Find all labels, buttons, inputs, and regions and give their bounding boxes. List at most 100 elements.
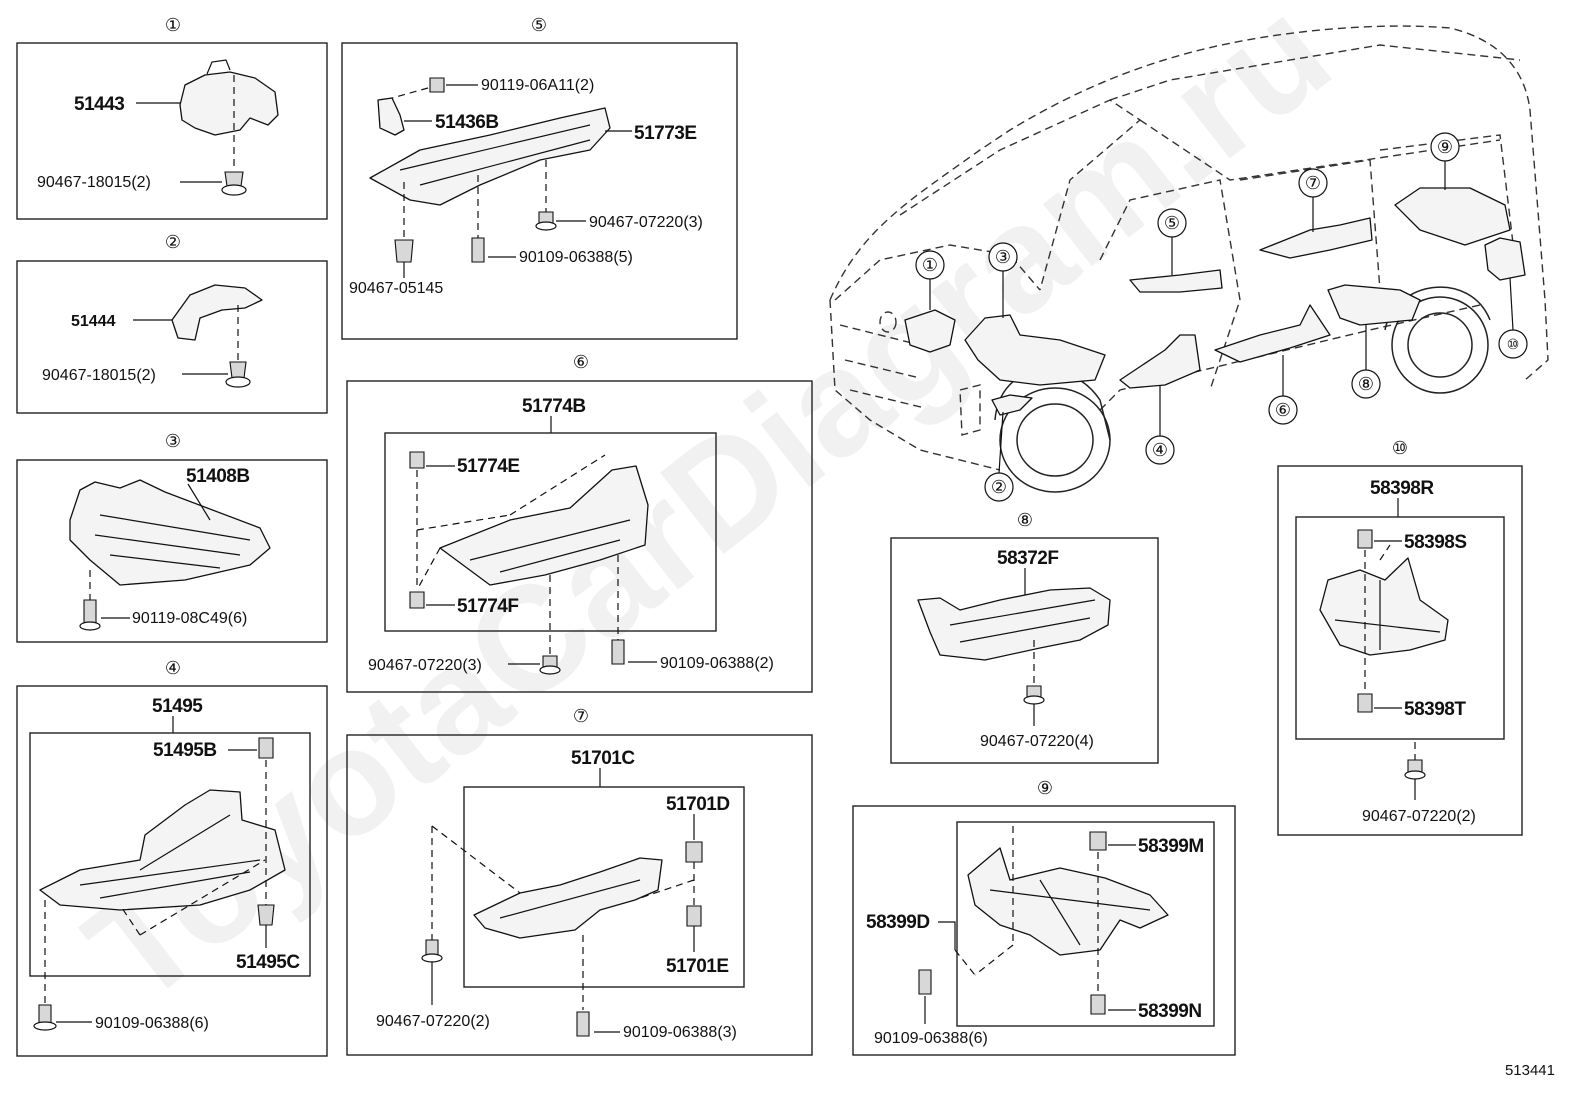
svg-text:⑤: ⑤ — [1164, 213, 1180, 233]
part-label-51774B: 51774B — [522, 396, 586, 417]
part-label-90467-07220-g8: 90467-07220(4) — [980, 733, 1094, 750]
part-label-58398T: 58398T — [1404, 699, 1466, 720]
group-7-inner-box — [463, 786, 745, 988]
group-5-box — [341, 42, 738, 340]
part-label-90109-06388-g7: 90109-06388(3) — [623, 1024, 737, 1041]
part-51436B-shape — [377, 97, 405, 136]
part-label-58399N: 58399N — [1138, 1001, 1202, 1022]
part-51495-shape — [39, 789, 286, 911]
part-label-58398S: 58398S — [1404, 532, 1467, 553]
group-6-number: ⑥ — [573, 352, 589, 372]
part-label-51444: 51444 — [71, 313, 116, 330]
part-58372F-shape — [917, 587, 1111, 661]
group-7: ⑦ 51701C 51701D 51701E 90467-07220(2) 90… — [346, 706, 813, 1056]
svg-text:⑦: ⑦ — [1305, 173, 1321, 193]
van-callout-4: ④ — [1145, 385, 1175, 465]
part-58398R-shape — [1319, 557, 1449, 656]
group-10: ⑩ 58398R 58398S 58398T 90467-07220(2) — [1277, 438, 1523, 836]
part-51443-shape — [179, 71, 279, 136]
part-label-90467-05145: 90467-05145 — [349, 280, 443, 297]
svg-text:⑨: ⑨ — [1437, 137, 1453, 157]
van-callout-3: ③ — [988, 242, 1018, 318]
part-label-51408B: 51408B — [186, 466, 250, 487]
group-9-box — [852, 805, 1236, 1056]
group-9: ⑨ 58399D 58399M 58399N 90109-06388(6) — [852, 778, 1236, 1056]
group-9-inner-box — [956, 821, 1215, 1027]
part-label-51701D: 51701D — [666, 794, 730, 815]
part-label-90119-08C49: 90119-08C49(6) — [132, 610, 247, 627]
group-4: ④ 51495 51495B 51495C 90109-06388(6) — [16, 658, 328, 1057]
part-label-58398R: 58398R — [1370, 478, 1434, 499]
part-51774B-shape — [439, 465, 649, 586]
part-label-90467-07220-g10: 90467-07220(2) — [1362, 808, 1476, 825]
svg-text:⑩: ⑩ — [1507, 336, 1520, 352]
group-8-box — [890, 537, 1159, 764]
part-label-58399M: 58399M — [1138, 836, 1204, 857]
part-51701C-shape — [473, 857, 663, 939]
group-2-box — [16, 260, 328, 414]
svg-text:⑥: ⑥ — [1275, 400, 1291, 420]
group-4-box — [16, 685, 328, 1057]
group-8-number: ⑧ — [1017, 510, 1033, 530]
part-label-51701C: 51701C — [571, 748, 635, 769]
part-label-51701E: 51701E — [666, 956, 729, 977]
part-label-51443: 51443 — [74, 94, 124, 115]
van-callout-9: ⑨ — [1430, 132, 1460, 190]
part-label-51495B: 51495B — [153, 740, 217, 761]
group-9-number: ⑨ — [1037, 778, 1053, 798]
group-10-number: ⑩ — [1392, 438, 1408, 458]
svg-text:③: ③ — [995, 247, 1011, 267]
group-3-box — [16, 459, 328, 643]
svg-text:②: ② — [991, 477, 1007, 497]
group-1-box — [16, 42, 328, 220]
part-label-51774F: 51774F — [457, 596, 518, 617]
part-label-90467-07220-g5: 90467-07220(3) — [589, 214, 703, 231]
svg-text:④: ④ — [1152, 440, 1168, 460]
group-10-inner-box — [1295, 516, 1505, 740]
van-callout-6: ⑥ — [1268, 355, 1298, 425]
part-51773E-shape — [369, 107, 611, 206]
van-callout-7: ⑦ — [1298, 168, 1328, 232]
part-51444-shape — [171, 284, 263, 341]
group-6: ⑥ 51774B 51774E 51774F 90467-07220(3) 90… — [346, 352, 813, 693]
group-6-inner-box — [384, 432, 717, 632]
part-label-90109-06388-g5: 90109-06388(5) — [519, 249, 633, 266]
part-label-90467-18015-g2: 90467-18015(2) — [42, 367, 156, 384]
group-10-box — [1277, 465, 1523, 836]
svg-text:⑧: ⑧ — [1358, 374, 1374, 394]
group-5-number: ⑤ — [531, 15, 547, 35]
part-51408B-shape — [69, 479, 271, 586]
van-callout-1: ① — [915, 250, 945, 310]
group-3-number: ③ — [165, 431, 181, 451]
group-2-number: ② — [165, 232, 181, 252]
group-5: ⑤ 90119-06A11(2) 51436B 51773E 90467-072… — [341, 15, 738, 340]
group-6-box — [346, 380, 813, 693]
svg-text:①: ① — [922, 255, 938, 275]
part-label-90119-06A11: 90119-06A11(2) — [481, 77, 594, 94]
van-overview: ① ③ ⑤ ⑦ ⑨ ② ④ — [829, 25, 1549, 502]
group-7-number: ⑦ — [573, 706, 589, 726]
part-label-90467-18015-g1: 90467-18015(2) — [37, 174, 151, 191]
group-4-inner-box — [29, 732, 311, 977]
group-8: ⑧ 58372F 90467-07220(4) — [890, 510, 1159, 764]
group-1-number: ① — [165, 15, 181, 35]
group-7-box — [346, 734, 813, 1056]
group-4-number: ④ — [165, 658, 181, 678]
part-label-58399D: 58399D — [866, 912, 930, 933]
van-callout-8: ⑧ — [1351, 325, 1381, 399]
group-1: ① 51443 90467-18015(2) — [16, 15, 328, 220]
van-callout-10: ⑩ — [1498, 277, 1528, 359]
part-label-51436B: 51436B — [435, 112, 499, 133]
group-3: ③ 51408B 90119-08C49(6) — [16, 431, 328, 643]
part-58399D-shape — [967, 847, 1169, 956]
diagram-code: 513441 — [1505, 1062, 1555, 1079]
van-callout-5: ⑤ — [1157, 208, 1187, 275]
part-label-51495: 51495 — [152, 696, 203, 717]
part-label-90109-06388-g9: 90109-06388(6) — [874, 1030, 988, 1047]
part-label-90467-07220-g6: 90467-07220(3) — [368, 657, 482, 674]
part-label-58372F: 58372F — [997, 548, 1058, 569]
group-2: ② 51444 90467-18015(2) — [16, 232, 328, 414]
part-label-90109-06388-g6: 90109-06388(2) — [660, 655, 774, 672]
part-label-51773E: 51773E — [634, 123, 697, 144]
